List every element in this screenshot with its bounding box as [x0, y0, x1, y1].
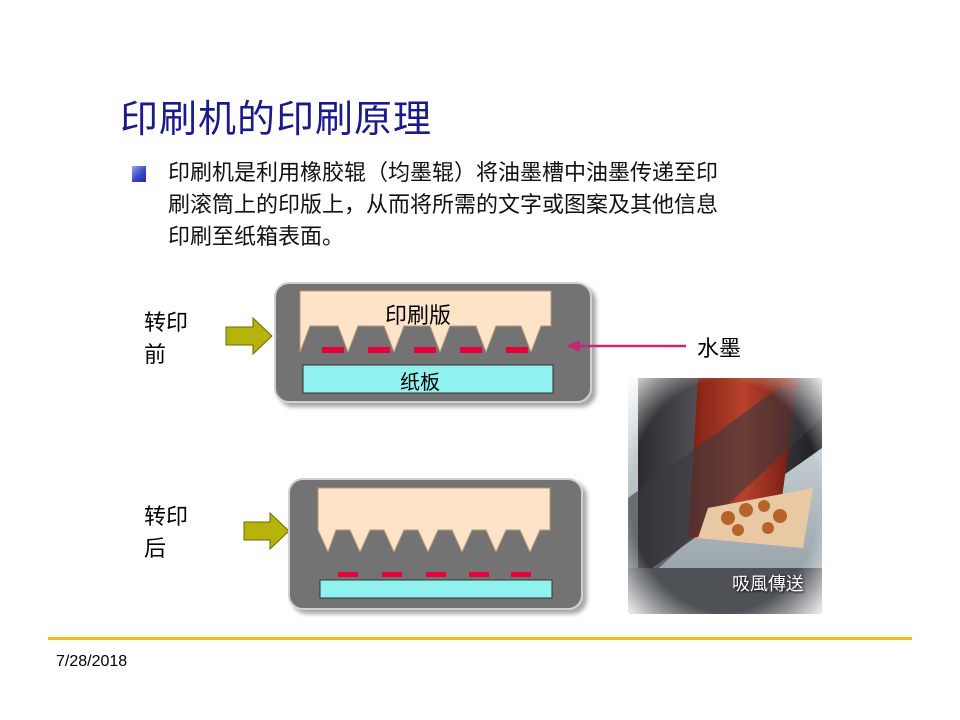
plate-label: 印刷版	[385, 304, 452, 329]
footer-date: 7/28/2018	[56, 653, 128, 670]
footer-divider	[48, 637, 912, 640]
slide-title: 印刷机的印刷原理	[120, 97, 433, 141]
before-ink-dashes	[322, 347, 528, 353]
before-board	[302, 364, 554, 394]
after-label-line2: 后	[144, 537, 167, 562]
before-label-line1: 转印	[144, 311, 189, 336]
after-label-line1: 转印	[144, 505, 189, 530]
after-ink-dashes	[338, 572, 531, 577]
after-label: 转印 后	[144, 502, 188, 566]
after-board	[319, 579, 553, 599]
bullet-line-1: 印刷机是利用橡胶辊（均墨辊）将油墨槽中油墨传递至印	[168, 161, 719, 186]
bullet-paragraph: 印刷机是利用橡胶辊（均墨辊）将油墨槽中油墨传递至印 刷滚筒上的印版上，从而将所需…	[168, 158, 848, 254]
bullet-square-icon	[132, 166, 146, 182]
after-arrow-icon	[243, 511, 290, 551]
before-arrow-icon	[225, 316, 273, 356]
bullet-line-2: 刷滚筒上的印版上，从而将所需的文字或图案及其他信息	[168, 193, 719, 218]
after-printing-plate	[317, 487, 551, 554]
bullet-line-3: 印刷至纸箱表面。	[168, 225, 345, 250]
ink-pointer-arrow-icon	[566, 340, 686, 352]
before-label: 转印 前	[144, 308, 188, 372]
photo-watermark: 吸風傳送	[732, 574, 804, 595]
before-printing-plate	[299, 290, 552, 354]
printing-roller-photo: 吸風傳送	[628, 378, 822, 614]
before-label-line2: 前	[144, 343, 167, 368]
board-label: 纸板	[400, 370, 440, 394]
ink-label: 水墨	[697, 337, 742, 362]
